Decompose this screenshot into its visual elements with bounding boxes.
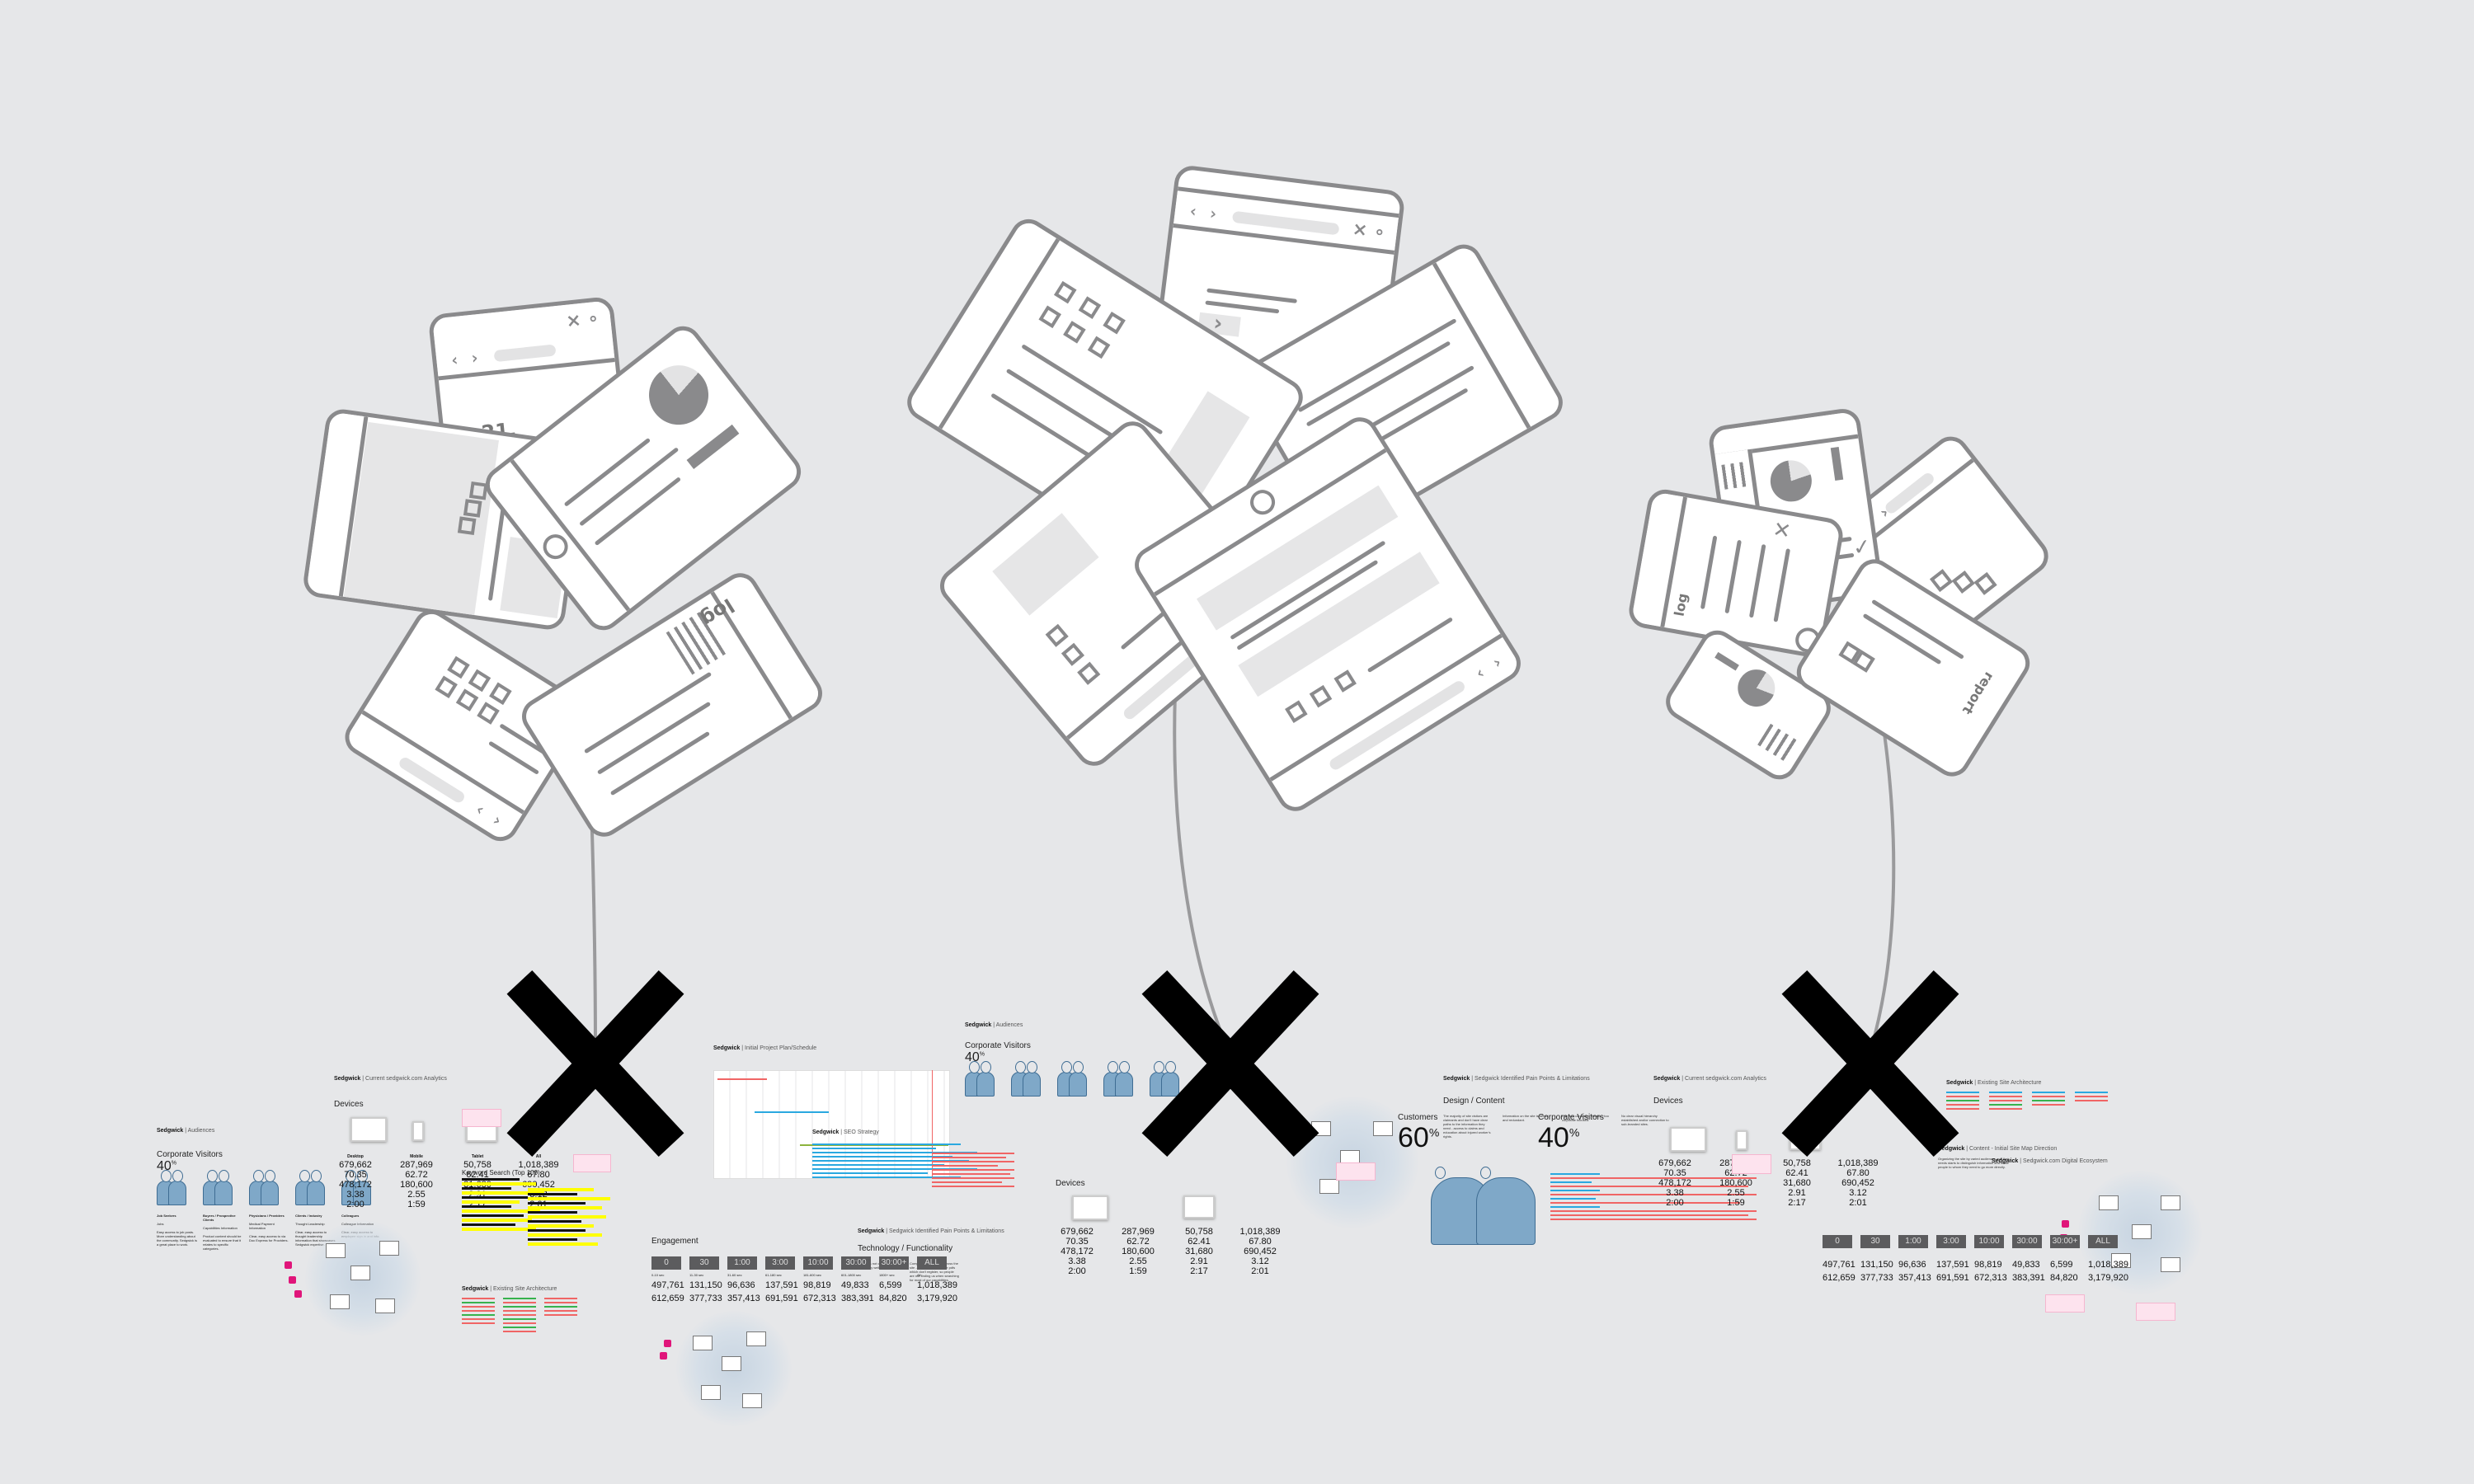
audiences-board: Sedgwick | Audiences Corporate Visitors … — [157, 1128, 454, 1251]
ecosystem-board: Sedgwick | Sedgwick.com Digital Ecosyste… — [1992, 1158, 2108, 1164]
sitemap-board: Sedgwick | Content - Initial Site Map Di… — [1938, 1146, 2058, 1169]
engagement-badge: 0 — [651, 1256, 681, 1270]
tablet-icon — [1183, 1195, 1215, 1219]
card-label: log — [1671, 592, 1691, 618]
keyword-search-list — [528, 1187, 618, 1247]
cross-icon: ✕ — [1771, 517, 1793, 545]
annotation-note — [2136, 1303, 2175, 1321]
annotation-note — [1336, 1162, 1376, 1181]
seo-strategy-table — [932, 1150, 1023, 1190]
desktop-icon — [350, 1117, 387, 1142]
mobile-icon — [1736, 1130, 1747, 1150]
pain-points-board: Sedgwick | Sedgwick Identified Pain Poin… — [1443, 1076, 1669, 1139]
project-plan-board: Sedgwick | Initial Project Plan/Schedule — [713, 1045, 952, 1179]
nav-arrows-icon: ‹ › — [471, 798, 507, 831]
corporate-visitors-label: Corporate Visitors — [157, 1150, 223, 1159]
seo-strategy-table: Sedgwick | SEO Strategy — [812, 1129, 1027, 1181]
cross-icon — [1148, 973, 1313, 1154]
corporate-visitors-pct: 40 — [157, 1159, 172, 1173]
nav-arrows-icon: ‹ › — [1187, 200, 1220, 224]
annotation-note — [573, 1154, 611, 1172]
card-label: report — [1959, 669, 1998, 718]
persona-icon — [1057, 1061, 1087, 1097]
pie-chart-icon — [637, 353, 721, 437]
persona-icon — [203, 1170, 233, 1205]
cross-icon — [513, 973, 678, 1154]
persona-icon — [965, 1061, 995, 1097]
persona-icon — [341, 1170, 371, 1205]
nav-arrows-icon: ‹ › — [1470, 650, 1507, 684]
mobile-icon — [412, 1121, 424, 1141]
annotation-note — [462, 1109, 501, 1127]
desktop-icon — [1072, 1195, 1108, 1220]
cross-icon — [1788, 973, 1953, 1154]
annotation-note — [2045, 1294, 2085, 1313]
persona-large-icon — [1431, 1154, 1546, 1245]
window-controls-icon: × ∘ — [1351, 218, 1387, 244]
pie-chart-icon — [1767, 458, 1815, 505]
sitemap-redlines — [1550, 1171, 1765, 1223]
keyword-search-list: Keyword Search (Top 100) — [462, 1169, 561, 1232]
persona-icon — [1011, 1061, 1041, 1097]
site-architecture-tree: Sedgwick | Existing Site Architecture — [462, 1286, 627, 1335]
persona-icon — [157, 1170, 186, 1205]
nav-arrows-icon: ‹ › — [449, 347, 481, 370]
customers-board: Customers 60% — [1398, 1113, 1440, 1153]
corporate-board: Corporate Visitors 40% — [1538, 1113, 1604, 1153]
persona-icon — [1103, 1061, 1133, 1097]
persona-icon — [295, 1170, 325, 1205]
pie-chart-icon — [1730, 662, 1782, 714]
annotation-note — [1732, 1154, 1771, 1174]
site-architecture-tree: Sedgwick | Existing Site Architecture — [1946, 1080, 2194, 1112]
persona-icon — [249, 1170, 279, 1205]
check-icon: ✓ — [1851, 533, 1873, 561]
desktop-icon — [1670, 1127, 1706, 1152]
